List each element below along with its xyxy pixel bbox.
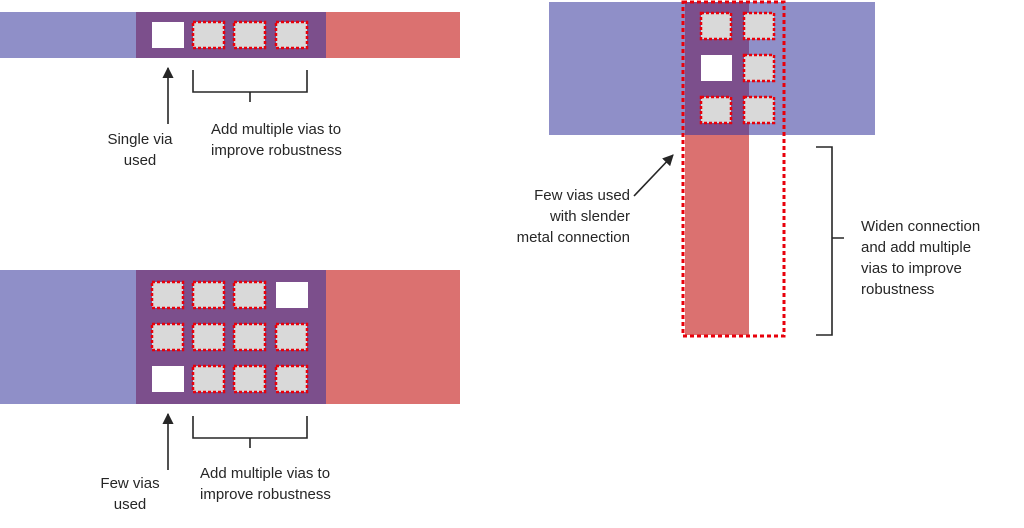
metal-red-right: [326, 270, 460, 404]
added-via: [699, 11, 733, 41]
added-via: [232, 20, 267, 50]
widened-connection-outline: [681, 0, 786, 338]
added-via: [699, 95, 733, 125]
metal-red-strip: [685, 135, 749, 335]
label-single-via: Single via used: [107, 131, 173, 169]
slender-connection-arrow: [633, 154, 674, 197]
added-via: [150, 322, 185, 352]
added-via: [191, 322, 226, 352]
metal-blue-left: [0, 270, 136, 404]
added-via: [274, 322, 309, 352]
label-few-vias: Few vias used: [100, 475, 160, 513]
added-vias-bracket: [192, 416, 308, 448]
added-via: [150, 280, 185, 310]
added-via: [191, 364, 226, 394]
diagram-a-single-via: [0, 12, 460, 124]
metal-blue-left: [0, 12, 136, 58]
diagram-b-few-vias: [0, 270, 460, 470]
added-vias-grid: [699, 11, 776, 125]
added-via: [742, 11, 776, 41]
added-vias-row: [191, 20, 309, 50]
added-via: [742, 95, 776, 125]
label-add-multiple-vias-a: Add multiple vias to improve robustness: [211, 121, 342, 159]
added-via: [232, 322, 267, 352]
added-via: [274, 364, 309, 394]
added-vias-grid: [150, 280, 309, 394]
added-vias-bracket: [192, 70, 308, 102]
added-via: [274, 20, 309, 50]
added-via: [232, 364, 267, 394]
existing-via: [276, 282, 308, 308]
label-widen-connection: Widen connection and add multiple vias t…: [861, 218, 981, 298]
metal-red-right: [326, 12, 460, 58]
existing-via: [152, 22, 184, 48]
added-via: [232, 280, 267, 310]
existing-via: [701, 55, 732, 81]
added-via: [191, 20, 226, 50]
widen-bracket: [816, 146, 844, 336]
label-add-multiple-vias-b: Add multiple vias to improve robustness: [200, 465, 331, 503]
added-via: [742, 53, 776, 83]
label-few-vias-slender: Few vias used with slender metal connect…: [516, 187, 630, 246]
diagram-c-slender-connection: [549, 0, 875, 338]
added-via: [191, 280, 226, 310]
existing-via: [152, 366, 184, 392]
